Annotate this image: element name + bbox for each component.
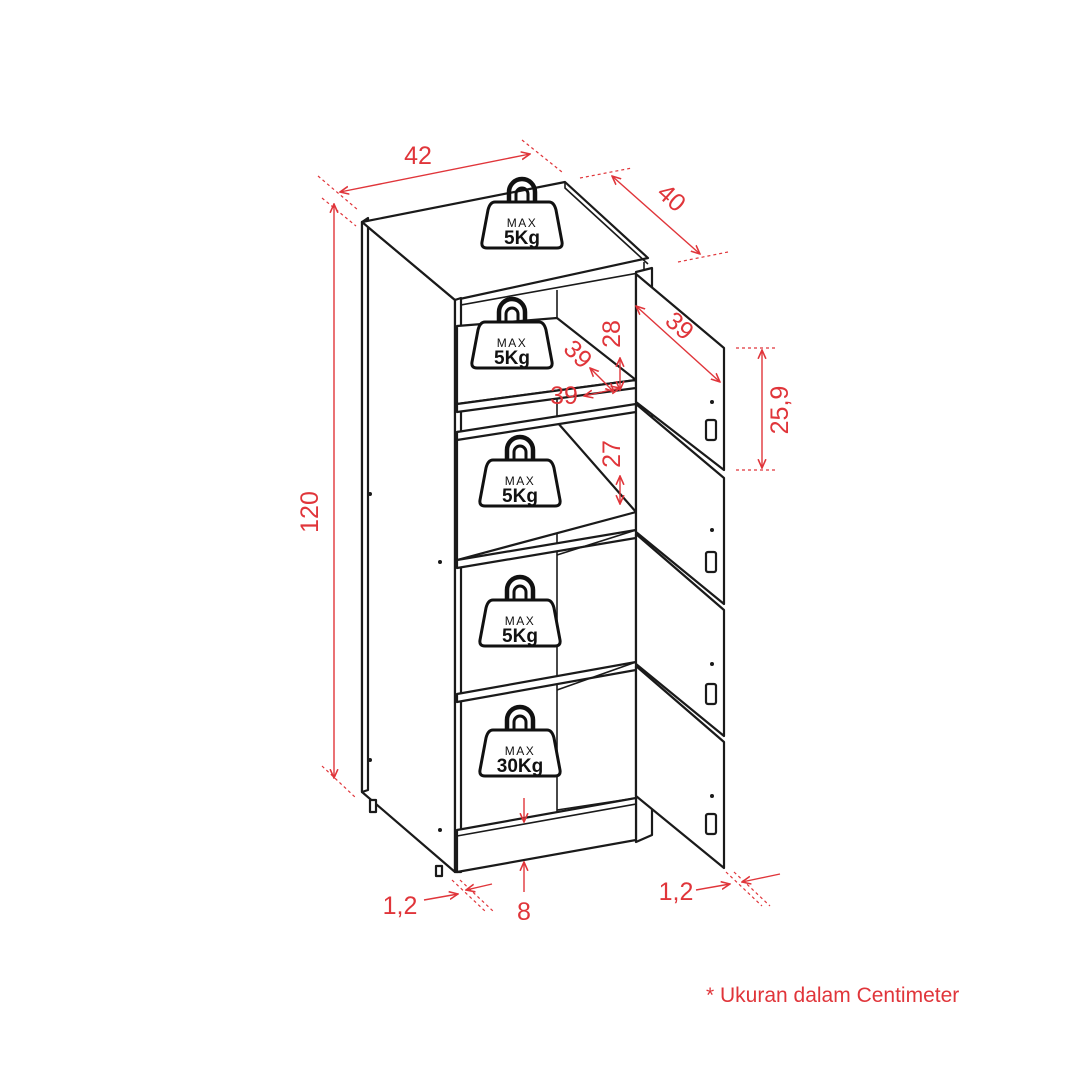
weight-icon-top: MAX 5Kg (482, 179, 562, 249)
hinge-dot (710, 662, 714, 666)
weight-icon-bottom: MAX 30Kg (480, 707, 560, 777)
weight-max-label: MAX (505, 744, 536, 758)
weight-value: 5Kg (502, 626, 538, 647)
weight-max-label: MAX (497, 336, 528, 350)
weight-icon-shelf-1: MAX 5Kg (472, 299, 552, 369)
left-panel-edge (360, 216, 370, 794)
hinge-dot (710, 400, 714, 404)
dimension-panel-right: 1,2 (659, 871, 781, 907)
hinge-dot (438, 560, 442, 564)
weight-icon-shelf-3: MAX 5Kg (480, 577, 560, 647)
door-4 (634, 664, 726, 870)
door-2 (634, 402, 726, 606)
dimension-panel-left: 1,2 (383, 879, 495, 920)
shelf-4 (455, 660, 638, 704)
dimension-plinth: 8 (517, 798, 531, 926)
hinge-dot (438, 828, 442, 832)
units-footnote: * Ukuran dalam Centimeter (706, 984, 960, 1007)
dimension-door-height-label: 25,9 (766, 386, 794, 435)
left-foot (368, 798, 378, 814)
dimension-panel-right-label: 1,2 (659, 878, 694, 906)
cabinet-bottom (455, 796, 638, 874)
front-foot (434, 864, 444, 878)
dimension-shelf-width: 39 (550, 382, 620, 410)
hinge-dot (368, 492, 372, 496)
door-3 (634, 532, 726, 738)
dimension-width-label: 42 (404, 142, 432, 170)
dimension-top-compartment-label: 28 (598, 320, 626, 348)
dimension-shelf-width-label: 39 (550, 382, 578, 410)
weight-max-label: MAX (505, 474, 536, 488)
hinge-dot (710, 794, 714, 798)
dimension-top-compartment-height: 28 (598, 320, 626, 390)
dimension-depth-label: 40 (652, 178, 691, 217)
dimension-panel-left-label: 1,2 (383, 892, 418, 920)
hinge-dot (710, 528, 714, 532)
dimension-height: 120 (296, 197, 357, 799)
weight-value: 5Kg (502, 486, 538, 507)
dimension-height-label: 120 (296, 491, 324, 533)
hinge-dot (368, 758, 372, 762)
weight-max-label: MAX (505, 614, 536, 628)
dimension-compartment-height: 27 (598, 440, 626, 504)
weight-value: 5Kg (494, 348, 530, 369)
dimension-door-height: 25,9 (736, 347, 794, 471)
weight-value: 30Kg (497, 756, 543, 777)
weight-icon-shelf-2: MAX 5Kg (480, 437, 560, 507)
left-side-panel (360, 220, 457, 874)
dimension-plinth-label: 8 (517, 898, 531, 926)
dimension-compartment-label: 27 (598, 440, 626, 468)
weight-max-label: MAX (507, 216, 538, 230)
dimension-width: 42 (317, 139, 563, 211)
weight-value: 5Kg (504, 228, 540, 249)
